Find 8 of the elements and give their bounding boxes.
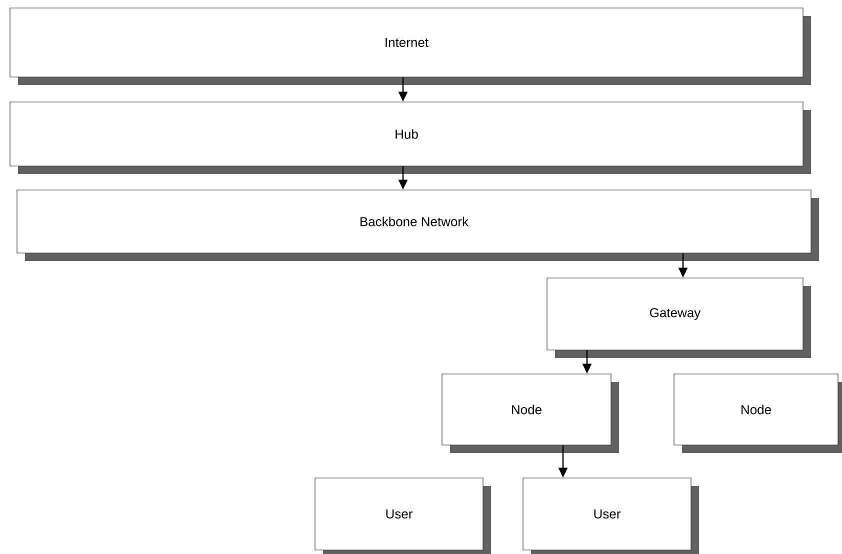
process-box: User xyxy=(314,478,491,554)
process-box: Gateway xyxy=(546,278,812,358)
process-box: Node xyxy=(442,374,619,453)
process-box: User xyxy=(522,478,699,554)
process-box: Hub xyxy=(10,102,812,174)
process-box: Internet xyxy=(10,8,812,85)
process-box: Node xyxy=(674,374,842,453)
process-box: Backbone Network xyxy=(16,190,819,261)
